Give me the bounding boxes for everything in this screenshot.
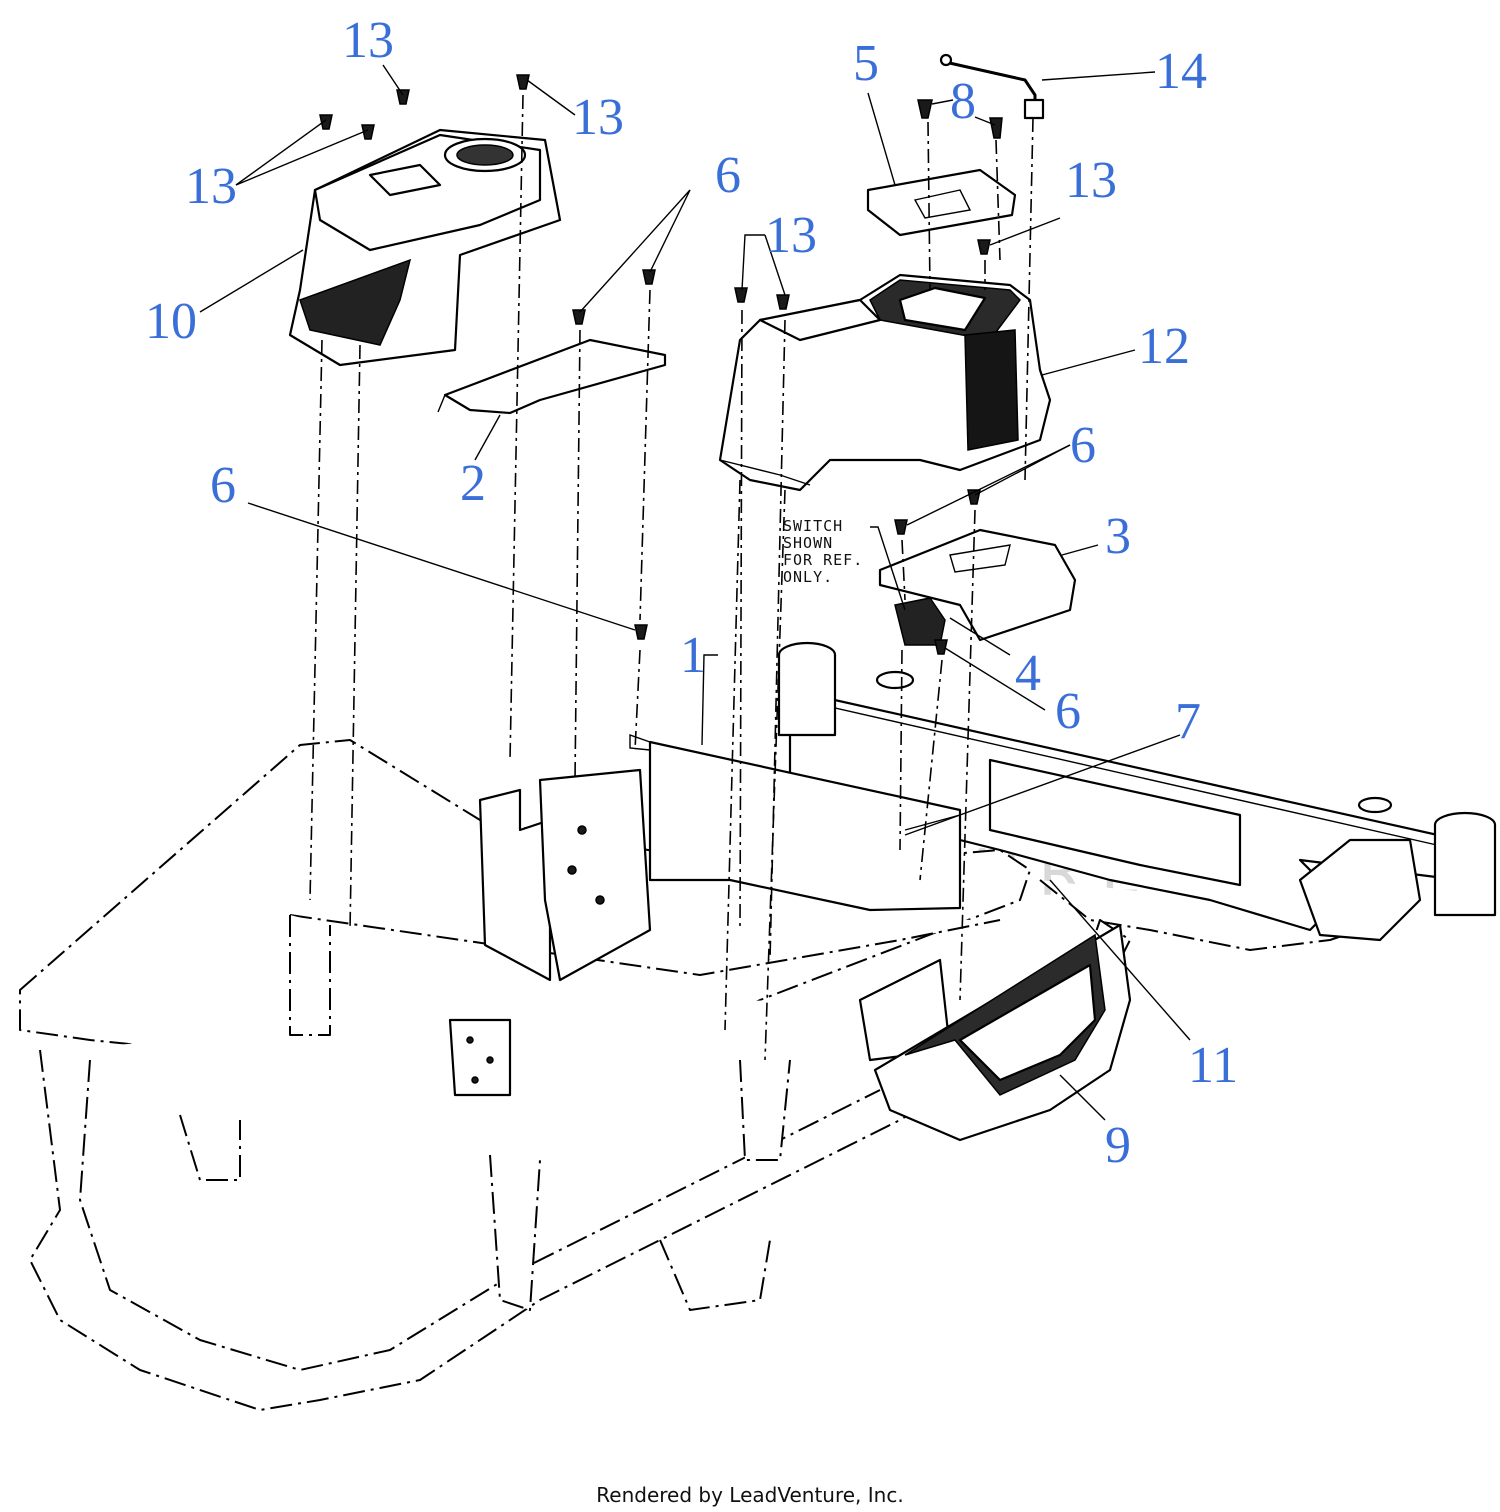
callout-13: 13 [1065,152,1117,209]
callout-14: 14 [1155,43,1207,100]
part-14-rod [939,53,1045,120]
part-8-fasteners [917,99,1003,139]
callout-10: 10 [145,293,197,350]
center-plates [448,768,952,1097]
callout-12: 12 [1138,318,1190,375]
part-9-storage-tray [873,923,1132,1142]
callout-5: 5 [853,35,879,92]
part-12-right-console [718,273,1052,492]
alignment-lines [309,94,1034,1061]
callout-7: 7 [1175,693,1201,750]
rear-cross-tube [777,641,1497,942]
callout-13: 13 [572,89,624,146]
leader-lines [199,64,1191,1121]
part-4-switch [894,597,946,646]
callout-9: 9 [1105,1117,1131,1174]
callout-2: 2 [460,455,486,512]
callout-6: 6 [1055,683,1081,740]
note-line-4: ONLY. [783,568,833,586]
part-1-dash-panel [629,734,962,912]
callout-13: 13 [765,207,817,264]
part-5-top-plate [866,168,1017,237]
callout-6: 6 [210,457,236,514]
part-10-left-console [288,128,562,367]
footer-credit: Rendered by LeadVenture, Inc. [596,1483,903,1507]
callout-13: 13 [342,12,394,69]
callout-3: 3 [1105,508,1131,565]
switch-note: SWITCH SHOWN FOR REF. ONLY. [783,517,863,586]
note-line-2: SHOWN [783,534,833,552]
callout-13: 13 [185,158,237,215]
callout-4: 4 [1015,645,1041,702]
callout-8: 8 [950,73,976,130]
callout-6: 6 [1070,417,1096,474]
callout-1: 1 [680,627,706,684]
part-3-bracket [878,528,1077,642]
callout-6: 6 [715,147,741,204]
note-line-1: SWITCH [783,517,843,535]
part-2-plate [437,338,667,415]
callout-11: 11 [1188,1037,1238,1094]
note-line-3: FOR REF. [783,551,863,569]
callout-labels: 13 13 13 13 13 5 8 14 6 10 2 12 6 6 3 1 … [145,12,1238,1174]
